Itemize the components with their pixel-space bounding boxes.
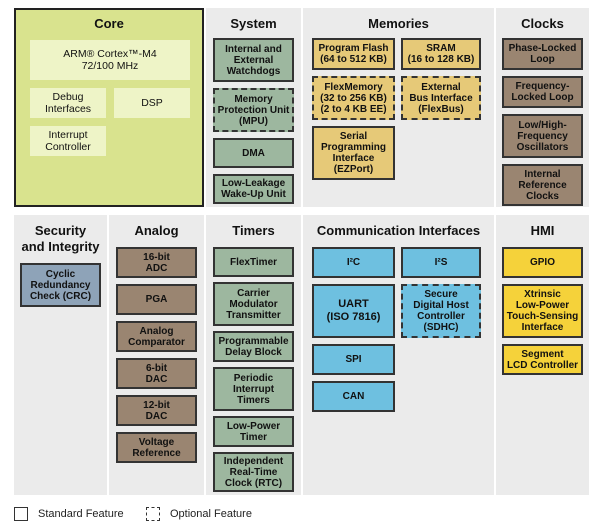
lptmr-block: Low-Power Timer [213,416,294,447]
dsp-block: DSP [114,88,190,118]
analog-panel: Analog 16-bit ADC PGA Analog Comparator … [109,215,204,495]
timers-title: Timers [232,223,275,238]
adc-block: 16-bit ADC [116,247,197,278]
lcd-controller-block: Segment LCD Controller [502,344,583,375]
pit-block: Periodic Interrupt Timers [213,367,294,411]
debug-interfaces-block: Debug Interfaces [30,88,106,118]
security-title: Security and Integrity [21,223,100,254]
reference-clocks-block: Internal Reference Clocks [502,164,583,206]
memories-title: Memories [368,16,429,31]
hmi-panel: HMI GPIO Xtrinsic Low-Power Touch-Sensin… [496,215,589,495]
comm-title: Communication Interfaces [316,223,481,238]
security-panel: Security and Integrity Cyclic Redundancy… [14,215,107,495]
fll-block: Frequency- Locked Loop [502,76,583,108]
core-panel: Core ARM® Cortex™-M4 72/100 MHz Debug In… [14,8,204,207]
cpu-block: ARM® Cortex™-M4 72/100 MHz [30,40,190,80]
voltage-reference-block: Voltage Reference [116,432,197,463]
dac-6bit-block: 6-bit DAC [116,358,197,389]
optional-feature-swatch [146,507,160,521]
comm-panel: Communication Interfaces I²C I²S UART (I… [303,215,494,495]
hmi-title: HMI [530,223,555,238]
watchdogs-block: Internal and External Watchdogs [213,38,294,82]
standard-feature-swatch [14,507,28,521]
analog-title: Analog [134,223,179,238]
sdhc-block: Secure Digital Host Controller (SDHC) [401,284,481,338]
ezport-block: Serial Programming Interface (EZPort) [312,126,395,180]
spi-block: SPI [312,344,395,375]
wakeup-unit-block: Low-Leakage Wake-Up Unit [213,174,294,204]
oscillators-block: Low/High- Frequency Oscillators [502,114,583,158]
dac-12bit-block: 12-bit DAC [116,395,197,426]
pdb-block: Programmable Delay Block [213,331,294,362]
system-panel: System Internal and External Watchdogs M… [206,8,301,207]
optional-feature-label: Optional Feature [170,508,252,520]
mpu-block: Memory Protection Unit (MPU) [213,88,294,132]
program-flash-block: Program Flash (64 to 512 KB) [312,38,395,70]
uart-block: UART (ISO 7816) [312,284,395,338]
flexbus-block: External Bus Interface (FlexBus) [401,76,481,120]
i2s-block: I²S [401,247,481,278]
sram-block: SRAM (16 to 128 KB) [401,38,481,70]
core-title: Core [94,16,124,31]
cmt-block: Carrier Modulator Transmitter [213,282,294,326]
clocks-panel: Clocks Phase-Locked Loop Frequency- Lock… [496,8,589,207]
timers-panel: Timers FlexTimer Carrier Modulator Trans… [206,215,301,495]
touch-sensing-block: Xtrinsic Low-Power Touch-Sensing Interfa… [502,284,583,338]
clocks-title: Clocks [521,16,564,31]
system-title: System [230,16,277,31]
pll-block: Phase-Locked Loop [502,38,583,70]
i2c-block: I²C [312,247,395,278]
rtc-block: Independent Real-Time Clock (RTC) [213,452,294,492]
interrupt-controller-block: Interrupt Controller [30,126,106,156]
memories-panel: Memories Program Flash (64 to 512 KB) SR… [303,8,494,207]
analog-comparator-block: Analog Comparator [116,321,197,352]
can-block: CAN [312,381,395,412]
standard-feature-label: Standard Feature [38,508,124,520]
dma-block: DMA [213,138,294,168]
flextimer-block: FlexTimer [213,247,294,277]
crc-block: Cyclic Redundancy Check (CRC) [20,263,101,307]
pga-block: PGA [116,284,197,315]
flexmemory-block: FlexMemory (32 to 256 KB) (2 to 4 KB EE) [312,76,395,120]
gpio-block: GPIO [502,247,583,278]
